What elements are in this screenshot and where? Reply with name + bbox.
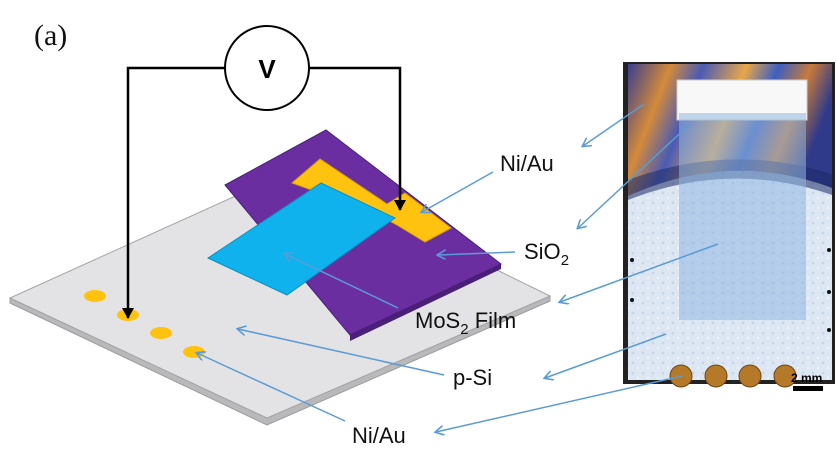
callout-arrows — [197, 103, 719, 432]
label-ni-au-top: Ni/Au — [500, 151, 554, 176]
scale-bar-label: 2 mm — [791, 371, 822, 385]
label-mos2-film: MoS2 Film — [415, 308, 516, 338]
panel-label: (a) — [34, 19, 67, 52]
mos2-film — [206, 182, 396, 296]
label-p-si: p-Si — [453, 365, 492, 390]
device-photo: 2 mm — [623, 62, 835, 391]
voltmeter-symbol: V — [258, 54, 276, 84]
label-sio2: SiO2 — [524, 239, 569, 269]
label-ni-au-bottom: Ni/Au — [352, 423, 406, 448]
scale-bar — [793, 386, 823, 391]
voltmeter-circuit: V — [122, 25, 406, 319]
